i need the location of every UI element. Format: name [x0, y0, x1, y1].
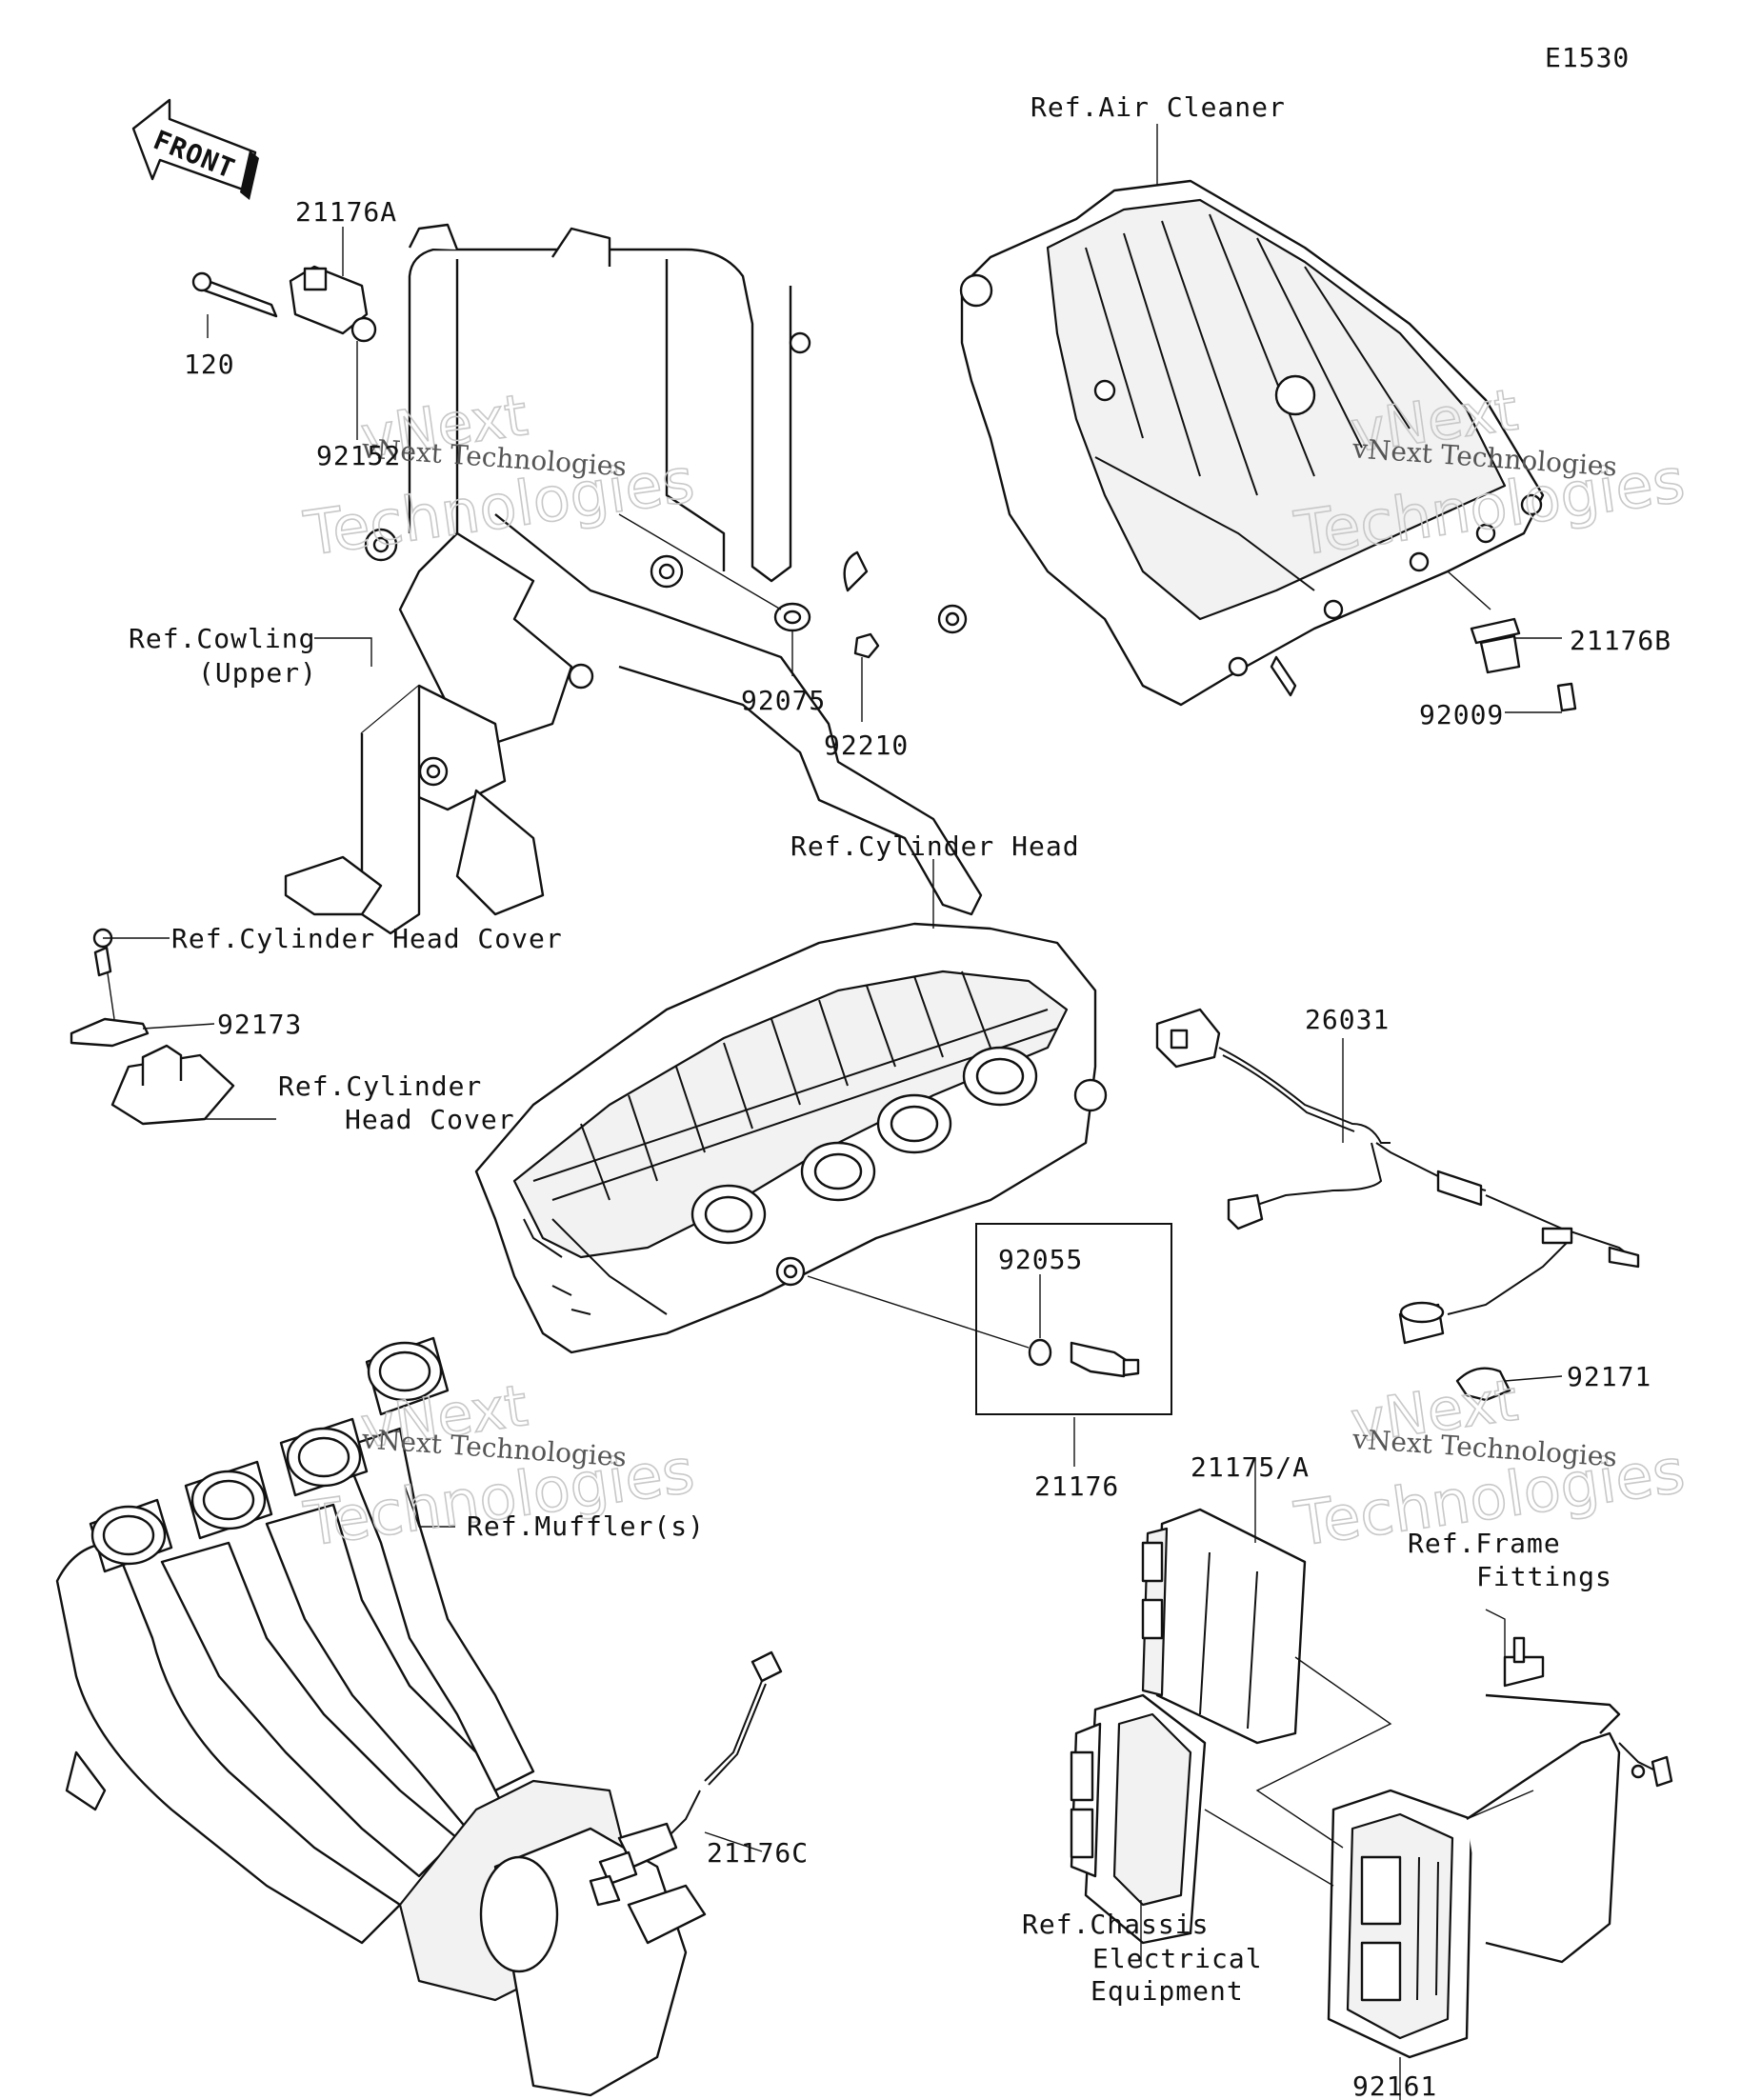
assembly-lines [1204, 1656, 1534, 1887]
ref-frame-label-1: Ref.Frame [1408, 1528, 1561, 1559]
clamp-92171-drawing [1455, 1367, 1511, 1402]
ref-air-cleaner-label: Ref.Air Cleaner [1031, 91, 1286, 123]
harness-26031-drawing [1155, 1008, 1640, 1345]
part-21176-label: 21176 [1034, 1470, 1119, 1502]
part-92152-label: 92152 [316, 440, 401, 471]
sensor-21176-drawing [1070, 1341, 1140, 1378]
part-21175a-label: 21175/A [1191, 1451, 1310, 1483]
sensor-21176b-drawing [1447, 570, 1577, 712]
part-92161-label: 92161 [1352, 2070, 1437, 2100]
cylinder-head-drawing [474, 922, 1108, 1354]
sensor-21176a-drawing [191, 265, 377, 343]
bracket-92161-drawing [1327, 1636, 1673, 2059]
ref-head-cover-top-label: Ref.Cylinder Head Cover [171, 923, 563, 954]
ref-head-cover-label-2: Head Cover [345, 1104, 515, 1135]
ref-cowling-upper-label: (Upper) [198, 657, 317, 689]
leader-lines [103, 124, 1563, 2100]
diagram-code: E1530 [1545, 42, 1630, 73]
part-92171-label: 92171 [1567, 1361, 1651, 1392]
front-arrow-icon: FRONT [131, 98, 259, 200]
header-flange-4 [365, 1336, 450, 1416]
header-flange-2 [184, 1460, 273, 1540]
part-92210-label: 92210 [824, 730, 909, 761]
part-26031-label: 26031 [1305, 1004, 1390, 1035]
grommet-92075-drawing [773, 602, 811, 632]
head-cover-part-drawing [110, 1044, 235, 1126]
callout-box-21176 [975, 1223, 1172, 1415]
leader-92075-line [618, 513, 782, 610]
ecu-21175a-drawing [1141, 1508, 1307, 1745]
ref-cylinder-head-label: Ref.Cylinder Head [790, 830, 1080, 862]
ref-chassis-label-3: Equipment [1091, 1975, 1244, 2007]
part-21176b-label: 21176B [1570, 625, 1671, 656]
ref-chassis-label-1: Ref.Chassis [1022, 1909, 1209, 1940]
header-flange-3 [279, 1417, 369, 1497]
control-unit-drawing [1070, 1693, 1207, 1945]
bracket-92173-drawing [70, 928, 150, 1048]
nut-92210-drawing [853, 632, 880, 659]
watermark-left-top: vNext Technologies vNext Technologies [299, 381, 699, 570]
ref-chassis-label-2: Electrical [1092, 1943, 1263, 1974]
ref-head-cover-label-1: Ref.Cylinder [278, 1070, 482, 1102]
part-92173-label: 92173 [217, 1009, 302, 1040]
header-flange-1 [89, 1498, 173, 1573]
ref-mufflers-label: Ref.Muffler(s) [467, 1510, 705, 1542]
sensor-21176c-drawing [589, 1650, 783, 1907]
exhaust-headers-drawing [55, 1336, 707, 2097]
oring-92055-drawing [1028, 1338, 1052, 1367]
part-92075-label: 92075 [741, 685, 826, 716]
part-92009-label: 92009 [1419, 699, 1504, 730]
leader-cylinder-head-sensor-line [807, 1275, 1030, 1349]
cowling-stay-drawing [284, 223, 983, 935]
part-21176a-label: 21176A [295, 196, 397, 228]
ref-frame-label-2: Fittings [1476, 1561, 1612, 1592]
ref-cowling-label: Ref.Cowling [129, 623, 315, 654]
part-92055-label: 92055 [998, 1244, 1083, 1275]
part-21176c-label: 21176C [707, 1837, 809, 1869]
part-120-label: 120 [184, 349, 235, 380]
air-cleaner-drawing [959, 179, 1545, 707]
